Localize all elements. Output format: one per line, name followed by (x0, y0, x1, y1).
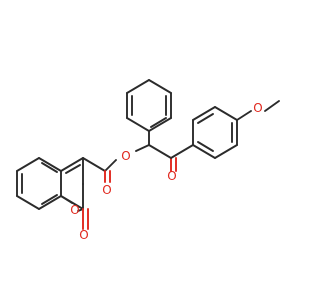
lactone-carbonyl-oxygen-label: O (79, 228, 88, 242)
ring-oxygen-label: O (70, 203, 79, 217)
ketone-oxygen-label: O (167, 169, 176, 183)
methoxy-oxygen-label: O (253, 101, 262, 115)
molecule-structure: O O O O O O (16, 79, 280, 242)
carbonyl-oxygen-ester-label: O (102, 183, 111, 197)
coumarin-core (16, 157, 89, 230)
ester-oxygen-label: O (121, 149, 130, 163)
ester-linkage (82, 144, 150, 183)
methoxyphenyl-ketone (148, 100, 280, 172)
phenyl-ring (126, 79, 172, 132)
